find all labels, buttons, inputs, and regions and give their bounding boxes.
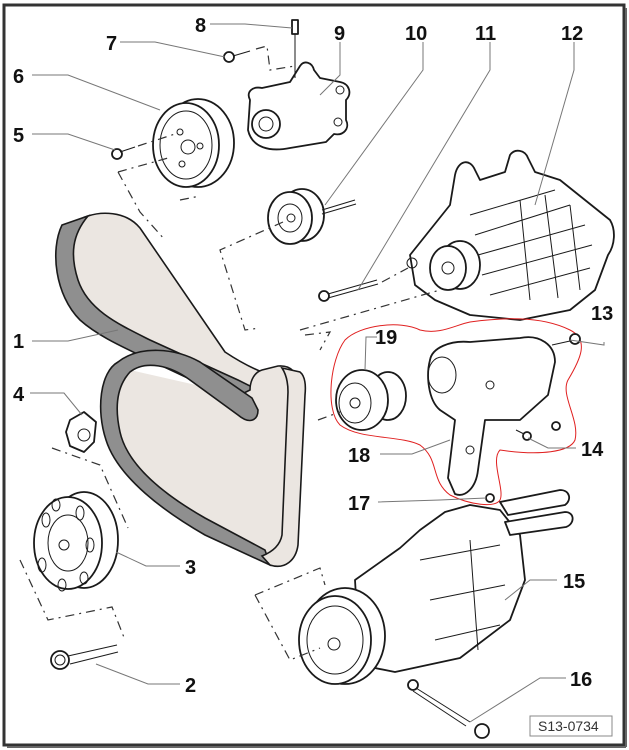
callout-15[interactable]: 15 — [563, 571, 585, 593]
alignment-line-6 — [117, 157, 169, 241]
washer-plate — [65, 411, 97, 453]
bracket-bolt-13 — [551, 333, 581, 346]
mounting-bracket — [427, 336, 556, 496]
alignment-line-7 — [255, 45, 296, 71]
alignment-line-3 — [19, 447, 129, 641]
highlight-outline[interactable] — [330, 318, 582, 506]
locking-pin-8 — [291, 19, 299, 78]
callout-5[interactable]: 5 — [13, 125, 24, 147]
callout-9[interactable]: 9 — [334, 23, 345, 45]
tension-roller — [335, 369, 407, 431]
coolant-pump-pulley — [152, 98, 235, 188]
ac-compressor — [298, 489, 574, 685]
alignment-line-19 — [304, 331, 341, 421]
callout-10[interactable]: 10 — [405, 23, 427, 45]
alignment-line-11 — [299, 267, 441, 331]
callout-8[interactable]: 8 — [195, 15, 206, 37]
callout-3[interactable]: 3 — [185, 557, 196, 579]
callout-7[interactable]: 7 — [106, 33, 117, 55]
callout-11[interactable]: 11 — [475, 23, 496, 45]
tensioner-bolt-7 — [223, 50, 251, 63]
callout-12[interactable]: 12 — [561, 23, 583, 45]
bracket-stud-17 — [485, 493, 495, 503]
alignment-line-10 — [179, 195, 284, 331]
diagram-frame — [2, 3, 626, 747]
crankshaft-bolt — [50, 644, 119, 670]
crankshaft-pulley — [33, 491, 119, 592]
callout-17[interactable]: 17 — [348, 493, 370, 515]
alternator-bolt-11 — [318, 279, 379, 302]
alignment-line-5 — [137, 133, 176, 147]
pulley-bolt-5 — [111, 146, 136, 160]
callout-2[interactable]: 2 — [185, 675, 196, 697]
reference-code: S13-0734 — [538, 718, 599, 734]
belt-tensioner — [247, 61, 351, 151]
reference-code-box: S13-0734 — [529, 715, 613, 737]
callout-14[interactable]: 14 — [581, 439, 604, 461]
callout-13[interactable]: 13 — [591, 303, 613, 325]
alternator — [406, 149, 615, 321]
bracket-bolt-14 — [515, 421, 561, 441]
alignment-line-15 — [254, 567, 326, 661]
ribbed-belt — [54, 212, 307, 567]
callout-18[interactable]: 18 — [348, 445, 370, 467]
callout-16[interactable]: 16 — [570, 669, 592, 691]
callout-4[interactable]: 4 — [13, 384, 25, 406]
callout-1[interactable]: 1 — [13, 331, 24, 353]
compressor-bolt — [407, 679, 490, 739]
callout-6[interactable]: 6 — [13, 66, 24, 88]
callout-19[interactable]: 19 — [375, 327, 397, 349]
leader-lines — [30, 23, 605, 723]
idler-roller — [267, 188, 357, 245]
